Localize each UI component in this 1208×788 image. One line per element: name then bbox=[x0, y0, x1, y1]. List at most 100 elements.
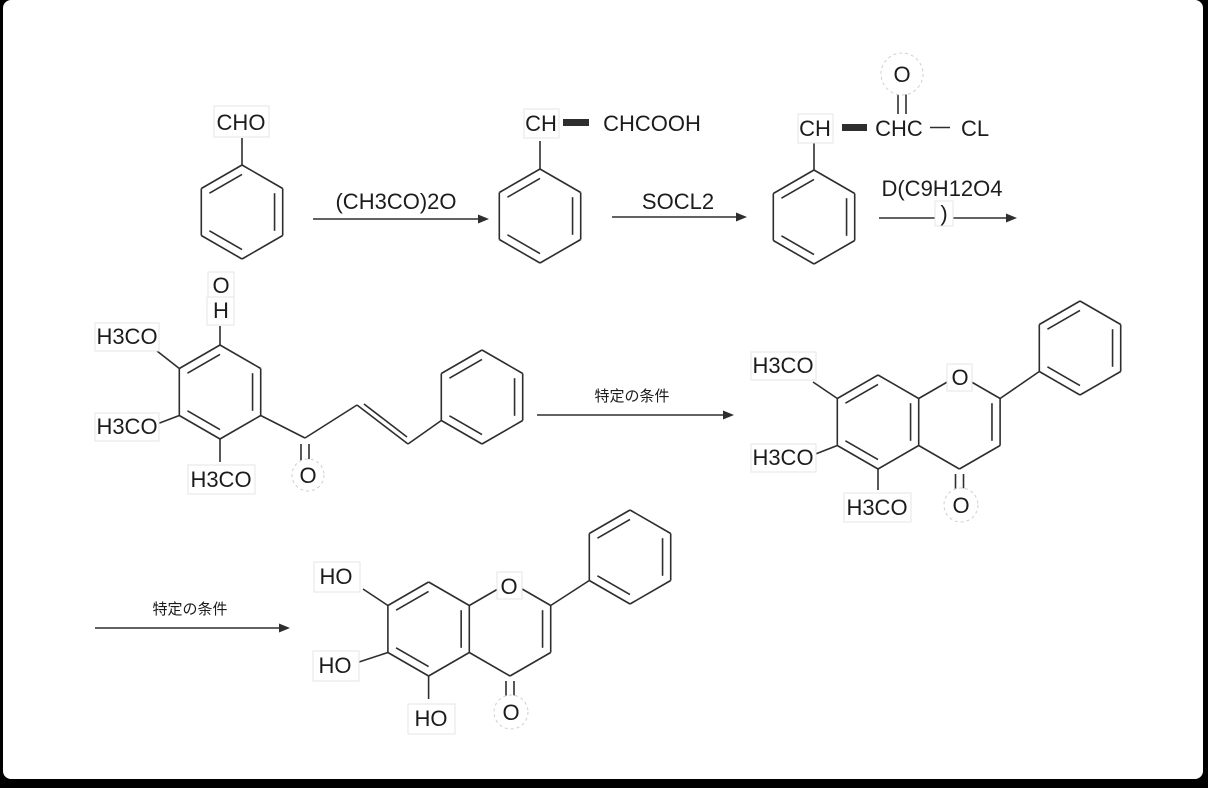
arrow-reagent-label: (CH3CO)2O bbox=[335, 189, 456, 214]
label-box bbox=[934, 200, 954, 227]
hydroxy-label: HO bbox=[320, 564, 353, 589]
ring-edge bbox=[959, 444, 1001, 470]
label-box bbox=[797, 113, 834, 144]
label-box-layer bbox=[94, 52, 979, 735]
ring-edge bbox=[1079, 370, 1122, 396]
methoxy-label: H3CO bbox=[846, 495, 907, 520]
ring-edge bbox=[440, 349, 483, 375]
ring-edge bbox=[178, 344, 221, 370]
arrow-reagent-label-overflow: ) bbox=[940, 201, 947, 226]
ring-edge bbox=[241, 164, 284, 190]
ring-double-bond bbox=[845, 383, 879, 404]
scheme-canvas bbox=[3, 0, 1203, 779]
label-box bbox=[213, 105, 270, 138]
methoxy-label: H3CO bbox=[96, 324, 157, 349]
bond-line bbox=[999, 370, 1040, 400]
ch-label: CH bbox=[799, 116, 831, 141]
ring-double-bond bbox=[187, 410, 221, 431]
ring-edge bbox=[440, 419, 483, 445]
ch-label: CH bbox=[525, 111, 557, 136]
ring-edge bbox=[971, 381, 1001, 400]
bond-line bbox=[363, 403, 408, 438]
phenol-oxygen-label: O bbox=[212, 273, 229, 298]
ring-edge bbox=[200, 164, 243, 190]
ring-edge bbox=[918, 381, 948, 400]
ring-edge bbox=[539, 238, 582, 264]
bond-layer bbox=[95, 94, 1122, 699]
ring-double-bond bbox=[845, 440, 879, 461]
bond-line bbox=[407, 419, 442, 445]
ring-double-bond bbox=[1047, 309, 1081, 330]
carbonyl-oxygen-label: O bbox=[952, 493, 969, 518]
ring-edge bbox=[1038, 370, 1081, 396]
label-box bbox=[312, 650, 360, 682]
ring-oxygen-label: O bbox=[500, 574, 517, 599]
ring-edge bbox=[428, 651, 470, 677]
label-box bbox=[946, 363, 973, 392]
condition-label: 特定の条件 bbox=[594, 388, 669, 405]
ring-edge bbox=[468, 651, 511, 677]
ring-double-bond bbox=[187, 353, 221, 374]
ring-double-bond bbox=[395, 647, 430, 668]
hydroxy-label: HO bbox=[415, 706, 448, 731]
methoxy-label: H3CO bbox=[190, 467, 251, 492]
arrow-reagent-label: SOCL2 bbox=[642, 189, 714, 214]
label-box bbox=[750, 443, 817, 473]
label-box bbox=[207, 271, 235, 300]
carbonyl-oxygen-label: O bbox=[299, 463, 316, 488]
reaction-arrow-head bbox=[723, 410, 734, 420]
bond-line bbox=[356, 404, 409, 445]
chain-label-chcooh: CHCOOH bbox=[603, 111, 701, 136]
carbonyl-oxygen-label: O bbox=[893, 62, 910, 87]
ring-edge bbox=[387, 651, 430, 677]
ring-edge bbox=[481, 349, 524, 375]
ring-edge bbox=[498, 238, 541, 264]
ring-edge bbox=[428, 581, 470, 607]
reaction-arrow-head bbox=[279, 623, 290, 633]
label-box bbox=[407, 703, 456, 735]
label-box bbox=[750, 351, 817, 381]
reaction-arrow-head bbox=[736, 212, 747, 222]
ring-edge bbox=[200, 234, 243, 260]
bond-line bbox=[156, 414, 180, 425]
label-box bbox=[843, 492, 912, 523]
ring-edge bbox=[521, 588, 552, 607]
label-box bbox=[313, 561, 361, 593]
ring-double-bond bbox=[597, 518, 631, 539]
ring-edge bbox=[836, 374, 879, 400]
bond-line bbox=[362, 588, 389, 607]
bond-line bbox=[812, 381, 838, 400]
ring-edge bbox=[219, 344, 262, 370]
bond-line bbox=[156, 350, 180, 370]
label-box bbox=[94, 322, 160, 352]
methoxy-label: H3CO bbox=[96, 414, 157, 439]
ring-double-bond bbox=[449, 358, 483, 379]
label-box bbox=[206, 296, 235, 326]
ring-edge bbox=[509, 651, 552, 677]
carbonyl-oxygen-label: O bbox=[502, 700, 519, 725]
ring-double-bond bbox=[507, 177, 541, 198]
double-bond-bar bbox=[563, 119, 589, 126]
hydroxy-label: HO bbox=[319, 653, 352, 678]
ring-edge bbox=[241, 234, 284, 260]
ring-edge bbox=[772, 169, 815, 195]
label-box bbox=[496, 571, 523, 600]
ring-double-bond bbox=[781, 235, 815, 256]
phenol-hydrogen-label: H bbox=[213, 298, 229, 323]
ring-edge bbox=[588, 579, 631, 605]
ring-double-bond bbox=[1047, 366, 1081, 387]
ring-edge bbox=[918, 444, 960, 470]
arrow-reagent-label: D(C9H12O4 bbox=[881, 176, 1002, 201]
bond-line bbox=[260, 414, 306, 439]
ring-edge bbox=[877, 374, 920, 400]
ring-double-bond bbox=[395, 590, 430, 611]
chain-label-chc: CHC bbox=[875, 116, 923, 141]
ring-edge bbox=[629, 509, 672, 535]
reaction-arrow-head bbox=[478, 214, 489, 224]
bond-line bbox=[550, 579, 590, 607]
atom-highlight-circle bbox=[493, 694, 529, 730]
ring-edge bbox=[813, 169, 856, 195]
label-box bbox=[187, 464, 256, 495]
bond-line bbox=[812, 444, 838, 456]
